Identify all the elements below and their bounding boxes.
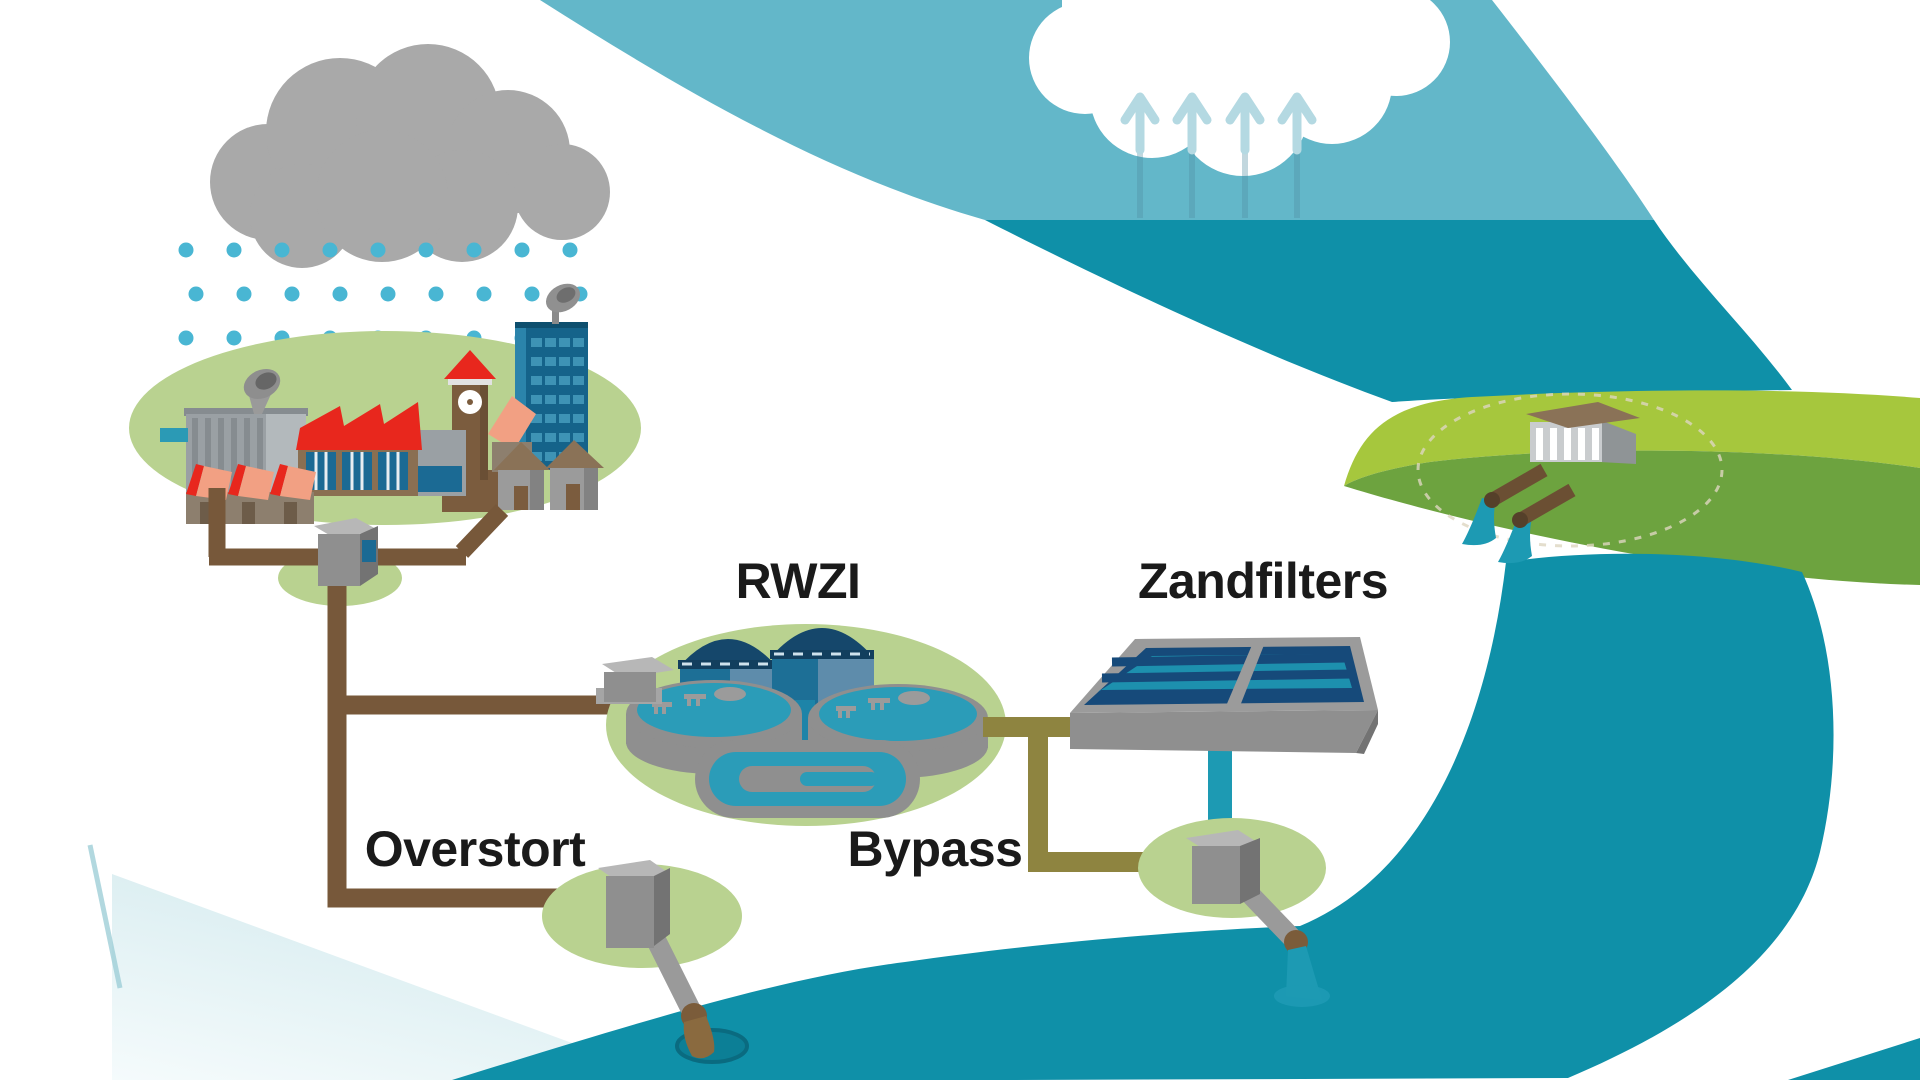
up-arrow-icon (1277, 92, 1317, 155)
overstort-outfall (542, 860, 749, 1064)
river-corner-tail (1788, 1038, 1920, 1080)
label-overstort: Overstort (364, 821, 586, 877)
pipe-mouth (1484, 492, 1500, 508)
salmon-workshop (186, 464, 316, 524)
red-factory (296, 402, 466, 496)
river-course (452, 553, 1834, 1080)
rain-drop (178, 330, 194, 346)
city (129, 283, 641, 525)
rain-drop (476, 286, 492, 302)
rain-drop (514, 242, 530, 258)
satellite-dish-icon (243, 368, 281, 414)
dike-inner-band (1344, 450, 1920, 585)
satellite-dish-icon (545, 283, 581, 324)
label-zandfilters: Zandfilters (1137, 553, 1389, 609)
pump-station-icon (314, 518, 378, 586)
outfall-splash (1462, 498, 1496, 546)
up-arrow-icon (1120, 92, 1160, 155)
rain-drop (332, 286, 348, 302)
evaporation-arrows (1120, 92, 1317, 218)
sewage-plume (683, 1016, 715, 1059)
rain-drop (466, 242, 482, 258)
dike-pipe-icon (1516, 483, 1576, 527)
rain-drop (562, 242, 578, 258)
rain-drop (428, 286, 444, 302)
sea (985, 220, 1792, 402)
rain-drop (236, 286, 252, 302)
clarifier-tanks (626, 680, 988, 778)
label-bypass: Bypass (847, 821, 1023, 877)
dike-pipe-icon (1488, 463, 1548, 507)
sewer-main-overstort (327, 580, 614, 908)
church-roof (488, 396, 536, 450)
sewer-riser-right (455, 504, 509, 558)
dike-highlight-ellipse (1416, 392, 1724, 548)
wedge-line (87, 844, 123, 989)
rain-drop (322, 242, 338, 258)
factory-pipe-icon (160, 428, 188, 442)
rwzi-plant (596, 624, 1006, 826)
polder-wedge (87, 844, 1010, 1080)
rain-drop (284, 286, 300, 302)
rain-drop (226, 242, 242, 258)
bypass-pump-station (1138, 818, 1330, 1007)
rain-drop (380, 286, 396, 302)
rain-drop (524, 286, 540, 302)
label-rwzi: RWZI (735, 553, 861, 609)
houses (494, 440, 604, 510)
outfall-splash (1498, 516, 1532, 564)
skyscraper (515, 283, 588, 470)
inlet-works (596, 657, 674, 704)
factory-windows (306, 452, 408, 490)
oxidation-ditch (695, 740, 920, 818)
dike-building-icon (1526, 402, 1640, 464)
clarifier-bridge (836, 691, 930, 718)
filter-divider (1226, 645, 1264, 706)
rain-drop (418, 242, 434, 258)
rain-drop (274, 242, 290, 258)
rain-cloud-icon (210, 44, 610, 268)
dike-outfalls (1462, 463, 1576, 564)
up-arrow-icon (1172, 92, 1212, 155)
evaporation-cloud-icon (1029, 0, 1450, 176)
rain-drop (178, 242, 194, 258)
sand-filter-icon (1070, 637, 1378, 838)
rain-drop (370, 242, 386, 258)
up-arrow-icon (1225, 92, 1265, 155)
river (452, 553, 1920, 1080)
rain-drop (188, 286, 204, 302)
clarifier-bridge (652, 687, 746, 714)
rain-drop (226, 330, 242, 346)
pipe-mouth (1512, 512, 1528, 528)
